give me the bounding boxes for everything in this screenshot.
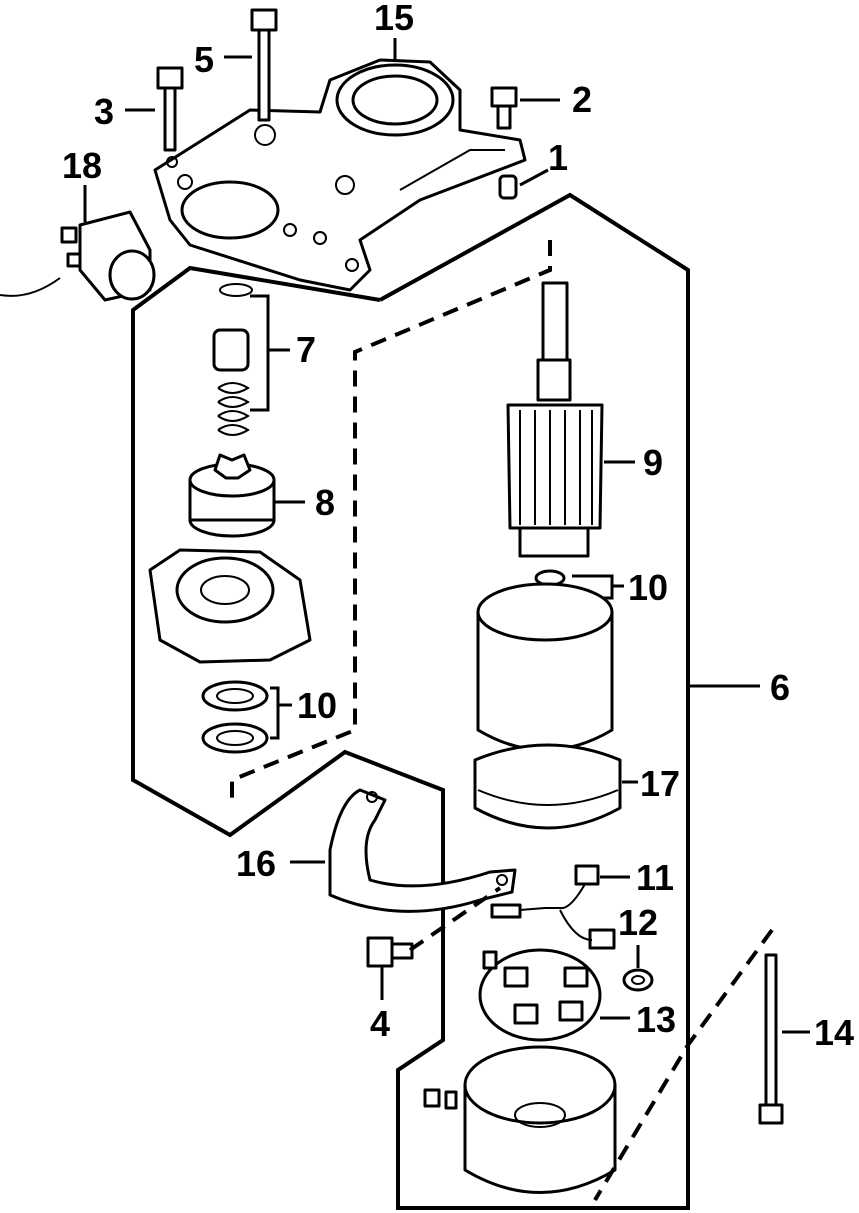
bolt-part-2 [490,86,518,130]
callout-4: 4 [370,1003,390,1044]
callout-10-right: 10 [628,567,668,608]
washer-set-part-10-left [201,680,292,754]
bolt-part-5 [250,8,278,122]
bolt-part-3 [156,66,184,152]
callout-14: 14 [814,1012,854,1053]
callout-13: 13 [636,999,676,1040]
commutator-end-cap [423,1045,617,1194]
brush-holder-part-13 [478,948,602,1042]
callout-9: 9 [643,442,663,483]
bolt-part-4 [366,886,502,968]
armature-part-9 [506,281,604,558]
assembly-6-outline [131,192,690,1210]
solenoid-part-18 [0,210,156,302]
motor-frame-yoke [476,582,614,752]
brush-spring-part-12 [622,968,654,992]
drive-pinion-part-8 [188,453,276,538]
frame-band-part-17 [473,743,622,830]
assembly-internal-dashed-outline [230,240,552,805]
callout-18: 18 [62,145,102,186]
callout-11: 11 [636,857,674,898]
callout-16: 16 [236,843,276,884]
strap-bracket-part-16 [328,788,517,913]
through-bolt-part-14 [593,928,784,1202]
callout-5: 5 [194,39,214,80]
callout-2: 2 [572,79,592,120]
mounting-bracket-part-15 [153,58,527,292]
callout-17: 17 [640,763,680,804]
callout-10-left: 10 [297,685,337,726]
callout-6: 6 [770,667,790,708]
callout-15: 15 [374,0,414,38]
drive-end-cap [148,548,312,664]
drive-retainer-kit-part-7 [212,283,290,436]
callout-8: 8 [315,482,335,523]
callout-3: 3 [94,91,114,132]
callout-7: 7 [296,329,316,370]
callout-12: 12 [618,902,658,943]
brush-lead-part-11 [490,864,616,950]
callout-1: 1 [548,137,568,178]
dowel-pin-part-1 [498,174,518,200]
leader-1 [519,168,549,187]
